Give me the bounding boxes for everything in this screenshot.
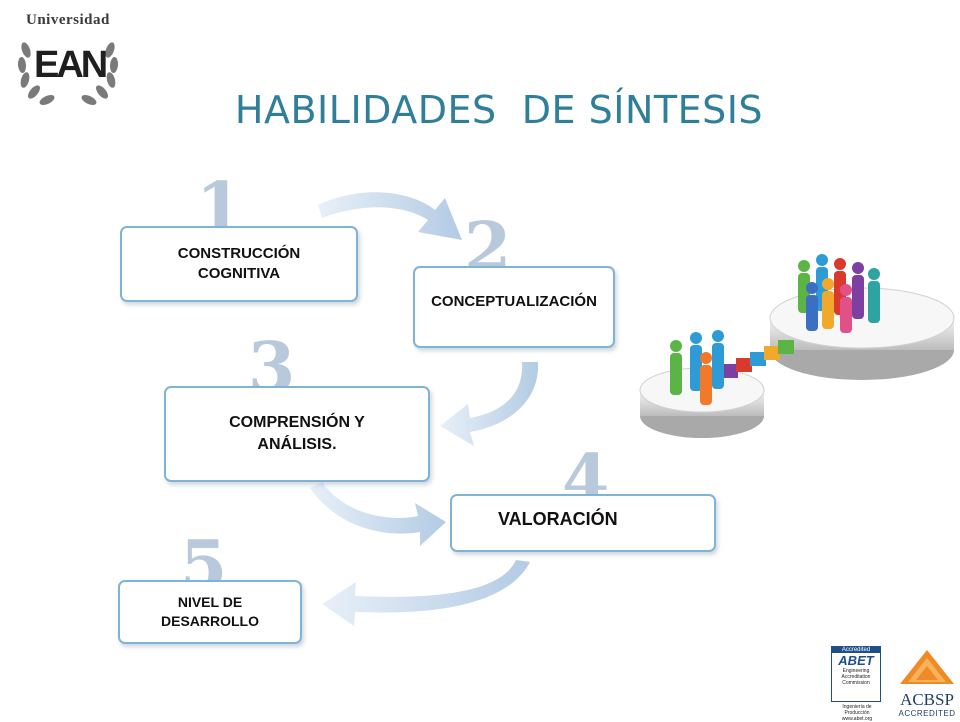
arrow-2-to-3 xyxy=(440,362,539,446)
step-label-5-line-1: NIVEL DE xyxy=(177,594,243,611)
step-label-5: NIVEL DE DESARROLLO xyxy=(161,593,259,631)
universidad-ean-logo: Universidad EAN xyxy=(12,10,124,110)
arrow-1-to-2 xyxy=(318,192,462,240)
step-label-3-line-2: ANÁLISIS. xyxy=(257,436,337,453)
logo-ean-text: EAN xyxy=(34,44,108,86)
page-title: HABILIDADES DE SÍNTESIS xyxy=(234,88,764,132)
arrow-3-to-4 xyxy=(310,482,446,546)
step-label-3: COMPRENSIÓN Y ANÁLISIS. xyxy=(229,412,365,455)
people-group-icon xyxy=(798,254,880,333)
abet-accredited-text: Accredited xyxy=(832,647,880,653)
abet-program-text: Ingeniería de Producción xyxy=(842,704,872,716)
step-label-3-line-1: COMPRENSIÓN Y xyxy=(229,414,365,432)
abet-line-2: Accreditation xyxy=(841,674,871,680)
abet-accreditation-badge: Accredited ABET Engineering Accreditatio… xyxy=(831,646,883,722)
laurel-wreath-icon xyxy=(17,42,119,105)
abet-line-1: Engineering xyxy=(842,668,870,674)
acbsp-accreditation-badge: ACBSP ACCREDITED xyxy=(896,648,958,718)
abet-line-3: Commission xyxy=(842,680,870,686)
step-box-construccion-cognitiva: CONSTRUCCIÓN COGNITIVA xyxy=(120,226,358,302)
abet-url-text: www.abet.org xyxy=(841,716,873,722)
step-box-conceptualizacion: CONCEPTUALIZACIÓN xyxy=(413,266,615,348)
step-label-1-line-1: CONSTRUCCIÓN xyxy=(177,244,301,262)
step-box-comprension-analisis: COMPRENSIÓN Y ANÁLISIS. xyxy=(164,386,430,482)
acbsp-accredited-text: ACCREDITED xyxy=(898,709,956,718)
step-label-1: CONSTRUCCIÓN COGNITIVA xyxy=(178,244,301,285)
acbsp-brand: ACBSP xyxy=(900,690,954,709)
step-box-valoracion: VALORACIÓN xyxy=(450,494,716,552)
step-label-4: VALORACIÓN xyxy=(498,508,618,529)
step-label-5-line-2: DESARROLLO xyxy=(161,613,259,629)
arrow-4-to-5 xyxy=(322,560,530,626)
acbsp-triangle-icon xyxy=(900,650,954,684)
step-label-2: CONCEPTUALIZACIÓN xyxy=(431,292,597,310)
logo-university-word: Universidad xyxy=(26,12,110,28)
abet-brand: ABET xyxy=(838,653,874,668)
step-label-1-line-2: COGNITIVA xyxy=(197,265,281,282)
puzzle-pieces-icon xyxy=(722,340,794,378)
teamwork-illustration xyxy=(639,254,955,438)
step-box-nivel-desarrollo: NIVEL DE DESARROLLO xyxy=(118,580,302,644)
